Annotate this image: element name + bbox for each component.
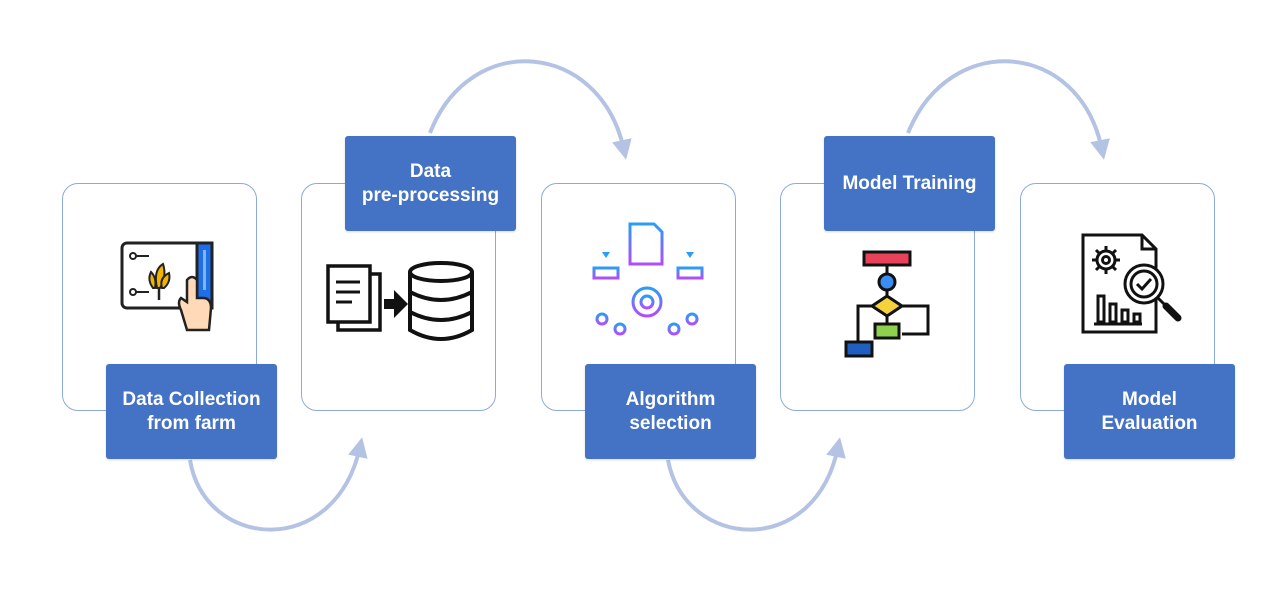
step-label-model-evaluation: Model Evaluation <box>1064 364 1235 459</box>
step-label-algorithm-selection: Algorithm selection <box>585 364 756 459</box>
flowchart-icon <box>840 250 935 370</box>
algorithm-gear-flow-icon <box>592 220 704 343</box>
smart-farm-tablet-icon <box>117 240 217 340</box>
step-label-data-collection: Data Collection from farm <box>106 364 277 459</box>
arrow-training-to-evaluation <box>906 59 1110 160</box>
documents-to-database-icon <box>326 260 478 347</box>
step-label-pre-processing: Data pre-processing <box>345 136 516 231</box>
arrow-collection-to-preprocessing <box>188 437 368 532</box>
report-magnifier-icon <box>1080 232 1185 342</box>
step-label-model-training: Model Training <box>824 136 995 231</box>
arrow-preprocessing-to-algorithm <box>428 59 632 160</box>
arrow-algorithm-to-training <box>666 437 846 532</box>
